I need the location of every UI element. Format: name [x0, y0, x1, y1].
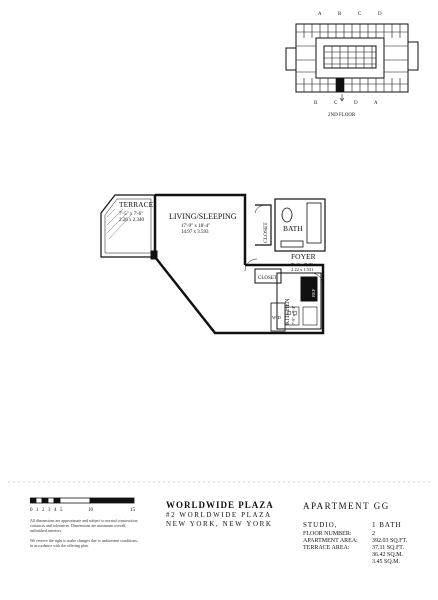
living-name: LIVING/SLEEPING — [169, 212, 237, 221]
apartment-title: APARTMENT GG — [303, 501, 390, 511]
apartment-area-sqft: 392.03 SQ.FT. — [372, 538, 408, 544]
scale-label-0: 0 — [30, 508, 33, 513]
keyplan-label-top-c: C — [358, 12, 362, 17]
scale-label-5: 5 — [60, 508, 63, 513]
keyplan-label-bottom-d: D — [354, 101, 358, 106]
disclaimer-changes: We reserve the right to make changes due… — [30, 538, 138, 548]
floor-number-value: 2 — [372, 531, 375, 537]
scale-label-2: 2 — [42, 508, 45, 513]
keyplan-label-top-b: B — [338, 12, 342, 17]
kitchen-name: KITCHEN — [285, 298, 291, 325]
building-address-1: #2 WORLDWIDE PLAZA — [166, 511, 272, 519]
disclaimer-dimensions: All dimensions are approximate and subje… — [30, 518, 138, 533]
building-address-2: NEW YORK, NEW YORK — [166, 520, 273, 528]
ref-name: REF — [311, 288, 316, 297]
keyplan-label-top-a: A — [318, 12, 322, 17]
scale-bar: 0 1 2 3 4 5 10 15 — [30, 497, 136, 513]
apartment-area-sqm: 37.11 SQ.FT. — [372, 545, 405, 551]
scale-label-10: 10 — [88, 508, 94, 513]
foyer-metric: 2.22 x 1.531 — [291, 267, 314, 272]
keyplan-label-top-d: D — [378, 12, 382, 17]
keyplan-floor-label: 2ND FLOOR — [328, 113, 356, 118]
floor-plan: TERRACE 7'-5" x 7'-6" 2.26 x 2.340 LIVIN… — [100, 193, 326, 335]
foyer-name: FOYER — [291, 252, 316, 261]
keyplan-label-bottom-a: A — [374, 101, 378, 106]
keyplan-label-bottom-c: C — [334, 101, 338, 106]
terrace-area-sqm-2: 3.45 SQ.M. — [372, 559, 401, 565]
closet-living-name: CLOSET — [263, 222, 269, 243]
apartment-baths: 1 BATH — [372, 521, 402, 529]
kitchen-imperial: 7'-9" x 7'-4" — [291, 305, 296, 325]
foyer-imperial: 7'-4" x 7'-8" — [291, 262, 313, 267]
keyplan-label-bottom-b: B — [314, 101, 318, 106]
footer-rule — [8, 481, 430, 483]
key-plan: A B C D B C D A 2ND FLOOR — [285, 12, 419, 118]
keyplan-highlight-unit — [336, 78, 344, 92]
apartment-type: STUDIO, — [303, 521, 338, 529]
closet-foyer-name: CLOSET — [258, 276, 277, 281]
scale-label-3: 3 — [48, 508, 51, 513]
terrace-name: TERRACE — [119, 200, 154, 209]
scale-label-15: 15 — [130, 508, 136, 513]
terrace-area-label: TERRACE AREA: — [303, 545, 350, 551]
terrace-imperial: 7'-5" x 7'-6" — [119, 212, 143, 217]
terrace-area-sqm: 36.42 SQ.M. — [372, 552, 404, 558]
terrace-metric: 2.26 x 2.340 — [119, 218, 145, 223]
living-imperial: 17'-9" x 18'-4" — [181, 224, 210, 229]
living-metric: 14.97 x 3.593 — [181, 230, 209, 235]
floor-number-label: FLOOR NUMBER: — [303, 531, 352, 537]
scale-label-4: 4 — [54, 508, 57, 513]
wd-name: W/D — [272, 315, 281, 320]
keyplan-arrow-icon — [339, 94, 345, 102]
apartment-area-label: APARTMENT AREA: — [303, 538, 358, 544]
building-name: WORLDWIDE PLAZA — [166, 500, 274, 510]
bath-name: BATH — [283, 224, 303, 233]
scale-label-1: 1 — [36, 508, 39, 513]
